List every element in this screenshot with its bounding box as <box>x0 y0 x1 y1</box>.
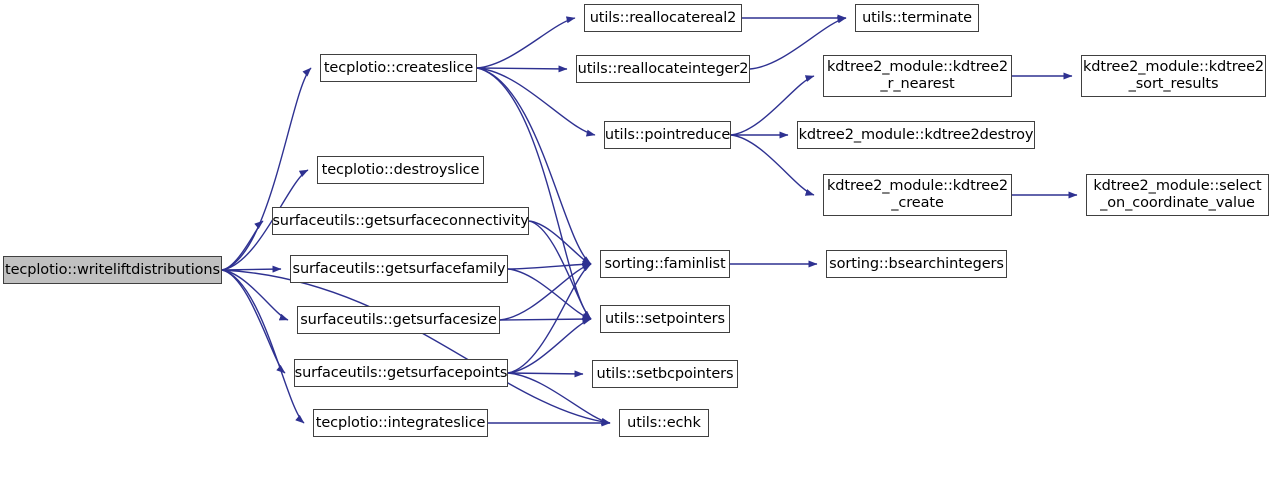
edge-writeliftdistributions-to-getsurfacepoints <box>221 269 286 374</box>
edge-writeliftdistributions-to-getsurfaceconnectivity <box>221 220 264 271</box>
node-reallocatereal2[interactable]: utils::reallocatereal2 <box>584 4 742 32</box>
edge-createslice-to-reallocatereal2 <box>476 16 576 69</box>
node-setpointers[interactable]: utils::setpointers <box>600 305 730 333</box>
node-setbcpointers[interactable]: utils::setbcpointers <box>592 360 738 388</box>
node-label: utils::terminate <box>862 9 972 26</box>
node-label: kdtree2_module::select _on_coordinate_va… <box>1093 178 1262 211</box>
node-getsurfacepoints[interactable]: surfaceutils::getsurfacepoints <box>294 359 508 387</box>
node-reallocateinteger2[interactable]: utils::reallocateinteger2 <box>576 55 750 83</box>
node-label: surfaceutils::getsurfacefamily <box>292 260 506 277</box>
edge-reallocateinteger2-to-terminate <box>749 16 847 70</box>
edge-getsurfacepoints-to-echk <box>507 372 611 425</box>
node-label: tecplotio::createslice <box>323 59 474 76</box>
edge-writeliftdistributions-to-createslice <box>221 67 312 271</box>
node-label: utils::setbcpointers <box>596 365 734 382</box>
edge-getsurfacesize-to-setpointers <box>499 315 592 323</box>
node-getsurfacesize[interactable]: surfaceutils::getsurfacesize <box>297 306 500 334</box>
edge-createslice-to-reallocateinteger2 <box>476 65 568 73</box>
edge-getsurfacefamily-to-faminlist <box>507 260 592 270</box>
node-getsurfacefamily[interactable]: surfaceutils::getsurfacefamily <box>290 255 508 283</box>
edge-pointreduce-to-kdtree2_r_nearest <box>730 75 815 136</box>
node-label: tecplotio::destroyslice <box>321 161 480 178</box>
edge-writeliftdistributions-to-destroyslice <box>221 169 309 271</box>
edge-getsurfacepoints-to-setbcpointers <box>507 370 584 378</box>
node-terminate[interactable]: utils::terminate <box>855 4 979 32</box>
node-kdtree2destroy[interactable]: kdtree2_module::kdtree2destroy <box>797 121 1035 149</box>
node-select_on_coordinate_value[interactable]: kdtree2_module::select _on_coordinate_va… <box>1086 174 1269 216</box>
node-bsearchintegers[interactable]: sorting::bsearchintegers <box>826 250 1007 278</box>
node-label: surfaceutils::getsurfacesize <box>300 311 497 328</box>
node-label: utils::setpointers <box>604 310 726 327</box>
node-label: surfaceutils::getsurfaceconnectivity <box>272 212 529 229</box>
node-label: kdtree2_module::kdtree2 _create <box>826 178 1009 211</box>
node-label: kdtree2_module::kdtree2 _r_nearest <box>826 59 1009 92</box>
edge-writeliftdistributions-to-getsurfacefamily <box>221 265 282 273</box>
edge-writeliftdistributions-to-getsurfacesize <box>221 269 289 321</box>
node-label: utils::reallocateinteger2 <box>577 60 749 77</box>
node-label: utils::echk <box>627 414 701 431</box>
node-getsurfaceconnectivity[interactable]: surfaceutils::getsurfaceconnectivity <box>272 207 529 235</box>
node-pointreduce[interactable]: utils::pointreduce <box>604 121 731 149</box>
node-destroyslice[interactable]: tecplotio::destroyslice <box>317 156 484 184</box>
node-faminlist[interactable]: sorting::faminlist <box>600 250 730 278</box>
node-label: tecplotio::writeliftdistributions <box>5 261 220 278</box>
node-label: surfaceutils::getsurfacepoints <box>294 364 508 381</box>
node-kdtree2_sort_results[interactable]: kdtree2_module::kdtree2 _sort_results <box>1081 55 1266 97</box>
node-createslice[interactable]: tecplotio::createslice <box>320 54 477 82</box>
node-writeliftdistributions[interactable]: tecplotio::writeliftdistributions <box>3 256 222 284</box>
node-integrateslice[interactable]: tecplotio::integrateslice <box>313 409 488 437</box>
node-kdtree2_create[interactable]: kdtree2_module::kdtree2 _create <box>823 174 1012 216</box>
edge-writeliftdistributions-to-echk <box>221 269 611 426</box>
node-label: utils::pointreduce <box>604 126 731 143</box>
node-echk[interactable]: utils::echk <box>619 409 709 437</box>
node-label: sorting::bsearchintegers <box>829 255 1004 272</box>
edge-getsurfacepoints-to-faminlist <box>507 263 592 374</box>
node-label: kdtree2_module::kdtree2 _sort_results <box>1082 59 1265 92</box>
edge-pointreduce-to-kdtree2_create <box>730 134 815 196</box>
node-label: sorting::faminlist <box>604 255 726 272</box>
node-label: utils::reallocatereal2 <box>589 9 737 26</box>
edge-getsurfacepoints-to-setpointers <box>507 318 592 374</box>
node-label: kdtree2_module::kdtree2destroy <box>798 126 1034 143</box>
edge-writeliftdistributions-to-integrateslice <box>221 269 305 424</box>
edge-createslice-to-pointreduce <box>476 67 596 137</box>
node-kdtree2_r_nearest[interactable]: kdtree2_module::kdtree2 _r_nearest <box>823 55 1012 97</box>
edge-getsurfaceconnectivity-to-setpointers <box>528 220 592 320</box>
edge-createslice-to-faminlist <box>476 67 592 265</box>
node-label: tecplotio::integrateslice <box>315 414 486 431</box>
